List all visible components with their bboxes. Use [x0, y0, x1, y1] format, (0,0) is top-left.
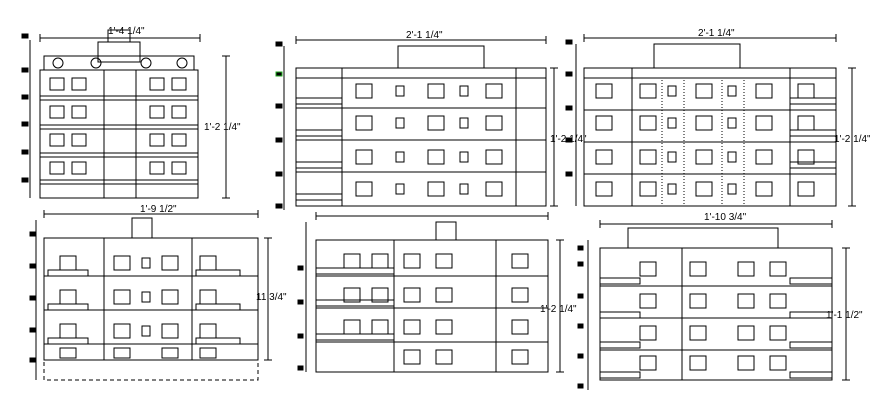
elevation-1: 1'-4 1/4"	[21, 26, 241, 199]
elevation-3: 2'-1 1/4" 1'-2 1/4"	[565, 28, 870, 207]
elev-6-balconies	[599, 277, 833, 379]
elev-4-level-markers	[29, 220, 37, 380]
elev-3-width-dim: 2'-1 1/4"	[698, 28, 735, 39]
elev-1-width-dim: 1'-4 1/4"	[108, 26, 145, 37]
elevation-6: 1'-10 3/4" 1'-1 1/2"	[577, 212, 863, 390]
elev-4-windows	[59, 255, 217, 359]
elev-1-level-markers	[21, 33, 31, 198]
elev-5-level-markers	[297, 222, 307, 372]
elev-2-width-dim: 2'-1 1/4"	[406, 30, 443, 41]
elevation-5: 1'-2 1/4"	[297, 212, 577, 373]
elev-6-height-dim: 1'-1 1/2"	[826, 310, 863, 321]
elevation-2: 2'-1 1/4" 1'-2 1/4"	[275, 30, 587, 210]
elev-3-windows	[595, 83, 815, 197]
elev-6-windows	[639, 261, 787, 371]
elev-6-level-markers	[577, 240, 589, 390]
elev-5-height-dim: 1'-2 1/4"	[540, 304, 577, 315]
elev-4-height-dim: 11 3/4"	[256, 292, 287, 303]
elev-6-width-dim: 1'-10 3/4"	[704, 212, 747, 223]
elev-1-staircase	[103, 69, 137, 199]
elev-3-level-markers	[565, 39, 577, 206]
elev-1-balconies	[40, 95, 198, 185]
elevation-4: 1'-9 1/2" 11 3/4"	[29, 204, 287, 381]
elev-2-balconies	[295, 97, 546, 201]
elev-5-balconies	[315, 267, 548, 343]
elev-2-windows	[355, 83, 503, 197]
elev-1-height-dim: 1'-2 1/4"	[204, 122, 241, 133]
elev-3-height-dim: 1'-2 1/4"	[834, 134, 870, 145]
elev-2-level-markers	[275, 41, 285, 210]
elev-4-width-dim: 1'-9 1/2"	[140, 204, 177, 215]
elev-5-windows	[343, 253, 529, 365]
